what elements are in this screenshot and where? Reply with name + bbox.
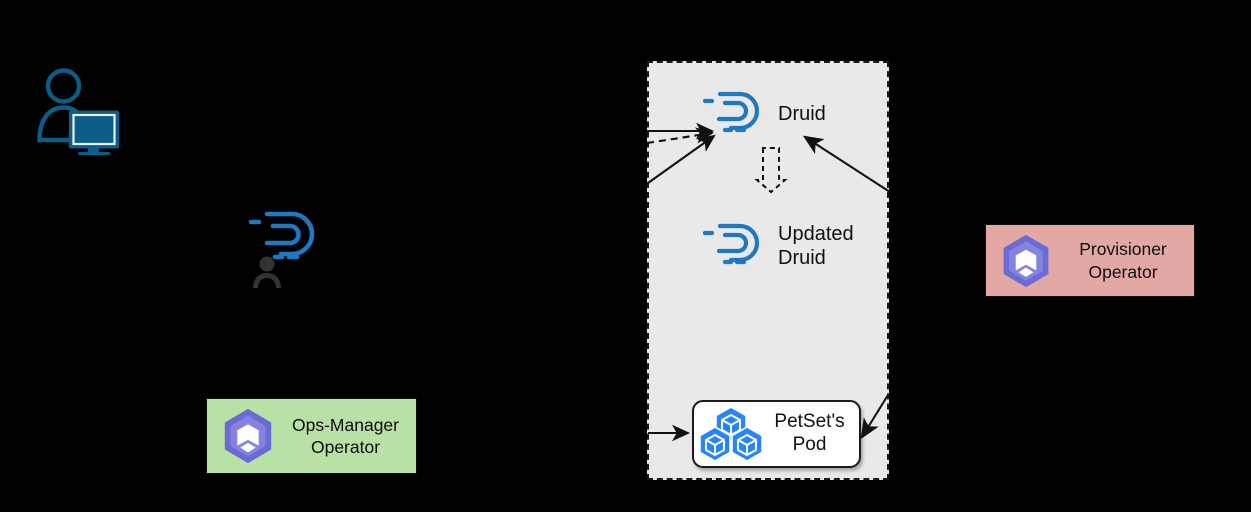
user-at-computer-glyph [37, 68, 119, 156]
druid-ops-request-icon [243, 200, 329, 288]
user-at-computer-icon [36, 68, 124, 156]
kubernetes-operator-hexagon-icon [224, 408, 272, 464]
provisioner-operator-box: Provisioner Operator [985, 224, 1195, 297]
cluster-node-updated-druid: Updated Druid [700, 218, 854, 274]
cluster-node-druid-label: Druid [778, 102, 826, 125]
druid-logo-icon [702, 223, 760, 265]
petset-pod-box: PetSet's Pod [692, 400, 861, 468]
ops-manager-operator-label: Ops-Manager Operator [292, 414, 399, 457]
petset-pod-label: PetSet's Pod [774, 411, 845, 455]
druid-ops-request-glyph [248, 211, 315, 288]
cluster-node-druid: Druid [700, 86, 826, 142]
ops-manager-operator-box: Ops-Manager Operator [206, 398, 417, 474]
kubernetes-pods-cubes-icon [700, 406, 762, 462]
cluster-node-updated-druid-label: Updated Druid [778, 222, 854, 269]
provisioner-operator-label: Provisioner Operator [1079, 239, 1167, 282]
druid-logo-icon [702, 91, 760, 133]
kubernetes-operator-hexagon-icon [1003, 234, 1049, 287]
